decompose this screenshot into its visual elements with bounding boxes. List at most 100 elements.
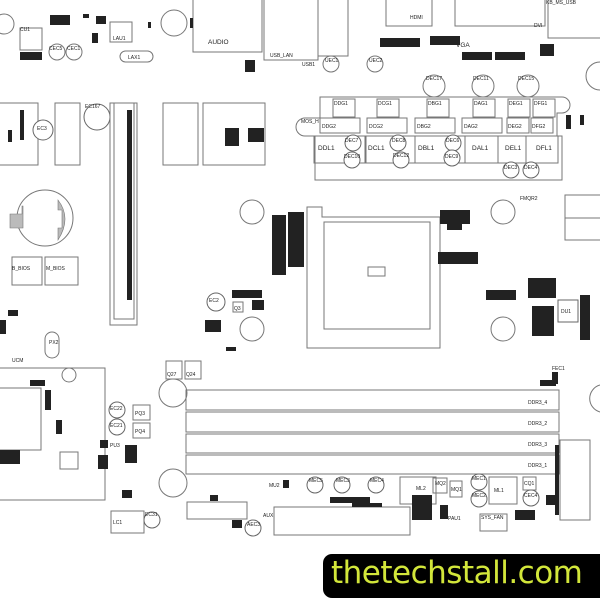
dvi-label: DVI xyxy=(534,23,542,29)
dec15-label: DEC15 xyxy=(518,76,534,82)
vrm-outline xyxy=(295,96,571,181)
cec1-label: CEC1 xyxy=(67,46,81,52)
ml1-inductor xyxy=(488,476,518,505)
mq1-label: MQ1 xyxy=(451,487,462,493)
cpu-socket xyxy=(306,206,441,349)
lax1-label: LAX1 xyxy=(128,55,140,61)
mec4-capacitor xyxy=(367,476,385,494)
cec1-capacitor xyxy=(65,43,83,61)
dec11-label: DEC11 xyxy=(473,76,489,82)
hdmi-connector: HDMI xyxy=(385,0,433,27)
q3-label: Q3 xyxy=(234,306,241,312)
usb1-label: USB1 xyxy=(302,62,315,68)
pcie-slot-inner xyxy=(113,102,135,320)
sys-fan-connector xyxy=(479,513,508,532)
ddr-slot-label: DDR3_2 xyxy=(528,421,547,427)
deg2-label: DEG2 xyxy=(508,124,522,130)
ddr-slots: DDR3_4 DDR3_2 DDR3_3 DDR3_1 xyxy=(185,389,560,475)
aux-connector xyxy=(273,506,411,536)
uec1-capacitor xyxy=(322,55,340,73)
ec21-label: EC21 xyxy=(110,423,123,429)
mounting-hole xyxy=(160,9,188,37)
ml1-label: ML1 xyxy=(494,488,504,494)
mu2-label: MU2 xyxy=(269,483,280,489)
usb-lan-label: USB_LAN xyxy=(270,53,293,59)
pq3 xyxy=(132,404,151,421)
du1-label: DU1 xyxy=(561,309,571,315)
dfg1-label: DFG1 xyxy=(534,101,548,107)
lau1-chip xyxy=(109,21,133,43)
ml2-label: ML2 xyxy=(416,486,426,492)
dbg2-label: DBG2 xyxy=(417,124,431,130)
battery-clip xyxy=(57,199,66,242)
ec3-label: EC3 xyxy=(37,126,47,132)
uec1-label: UEC1 xyxy=(325,58,339,64)
lax1-crystal xyxy=(119,50,154,63)
ec167-label: EC167 xyxy=(85,104,101,110)
dcg2-label: DCG2 xyxy=(369,124,383,130)
del1-label: DEL1 xyxy=(505,145,522,152)
pau1-label: PAU1 xyxy=(448,516,461,522)
ec21-capacitor xyxy=(108,418,126,436)
mos-h-label: MOS_H xyxy=(301,119,319,125)
dec3-label: DEC3 xyxy=(504,165,518,171)
sys-fan-label: SYS_FAN xyxy=(481,515,504,521)
dcg1-label: DCG1 xyxy=(378,101,392,107)
chip xyxy=(59,451,79,470)
chipset-area xyxy=(0,367,106,501)
dec6-label: DEC6 xyxy=(446,138,460,144)
fmqr2-label: FMQR2 xyxy=(520,196,538,202)
cu1-chip xyxy=(19,27,43,51)
ddg2-label: DDG2 xyxy=(322,124,336,130)
mec2-label: MEC2 xyxy=(472,493,486,499)
ddr-slot xyxy=(185,433,560,454)
kb-ms-usb-label: KB_MS_USB xyxy=(546,0,577,6)
b-bios-socket xyxy=(11,256,43,286)
mounting-hole xyxy=(589,384,600,413)
dfl1-label: DFL1 xyxy=(536,145,552,152)
mec3-capacitor xyxy=(333,476,351,494)
usb-lan-connector: USB_LAN xyxy=(263,0,319,61)
q3 xyxy=(232,301,244,313)
uec2-label: UEC2 xyxy=(369,58,383,64)
dec10-label: DEC10 xyxy=(344,154,360,160)
cpu-socket-center xyxy=(367,266,386,277)
capacitor xyxy=(0,13,15,35)
ddr-slot xyxy=(185,454,560,475)
vga-dvi-connector: VGA DVI xyxy=(454,0,546,49)
audio-connector: AUDIO xyxy=(192,0,263,53)
ec22-capacitor xyxy=(108,401,126,419)
mq2-label: MQ2 xyxy=(435,481,446,487)
dec12-label: DEC12 xyxy=(393,153,409,159)
dec17-label: DEC17 xyxy=(426,76,442,82)
chipset xyxy=(0,387,42,451)
cu1-label: CU1 xyxy=(20,27,30,33)
mq2 xyxy=(432,477,448,494)
dec4-label: DEC4 xyxy=(524,165,538,171)
smd-components xyxy=(0,14,590,528)
ddr-slot-label: DDR3_3 xyxy=(528,442,547,448)
pq4-label: PQ4 xyxy=(135,429,145,435)
q24 xyxy=(184,360,202,380)
cpu-socket-inner xyxy=(323,221,431,330)
kb-ms-usb-connector: KB_MS_USB xyxy=(546,0,600,39)
right-connector xyxy=(564,194,600,241)
lc1-label: LC1 xyxy=(113,520,122,526)
aux-label: AUX xyxy=(263,513,274,519)
q27-label: Q27 xyxy=(167,372,177,378)
dbl1-label: DBL1 xyxy=(418,145,435,152)
dag2-label: DAG2 xyxy=(464,124,478,130)
dec7-label: DEC7 xyxy=(345,138,359,144)
mounting-hole xyxy=(585,61,600,91)
watermark-banner: thetechstall.com xyxy=(323,554,600,598)
ec31-label: EC31 xyxy=(145,512,158,518)
ec2-label: EC2 xyxy=(209,298,219,304)
dcl1-label: DCL1 xyxy=(368,145,385,152)
dfg2-label: DFG2 xyxy=(532,124,546,130)
ddr-slot xyxy=(185,389,560,411)
mec2-capacitor xyxy=(470,490,488,508)
cec4-capacitor xyxy=(522,489,540,507)
mec1-label: MEC1 xyxy=(472,476,486,482)
mec1-capacitor xyxy=(470,473,488,491)
